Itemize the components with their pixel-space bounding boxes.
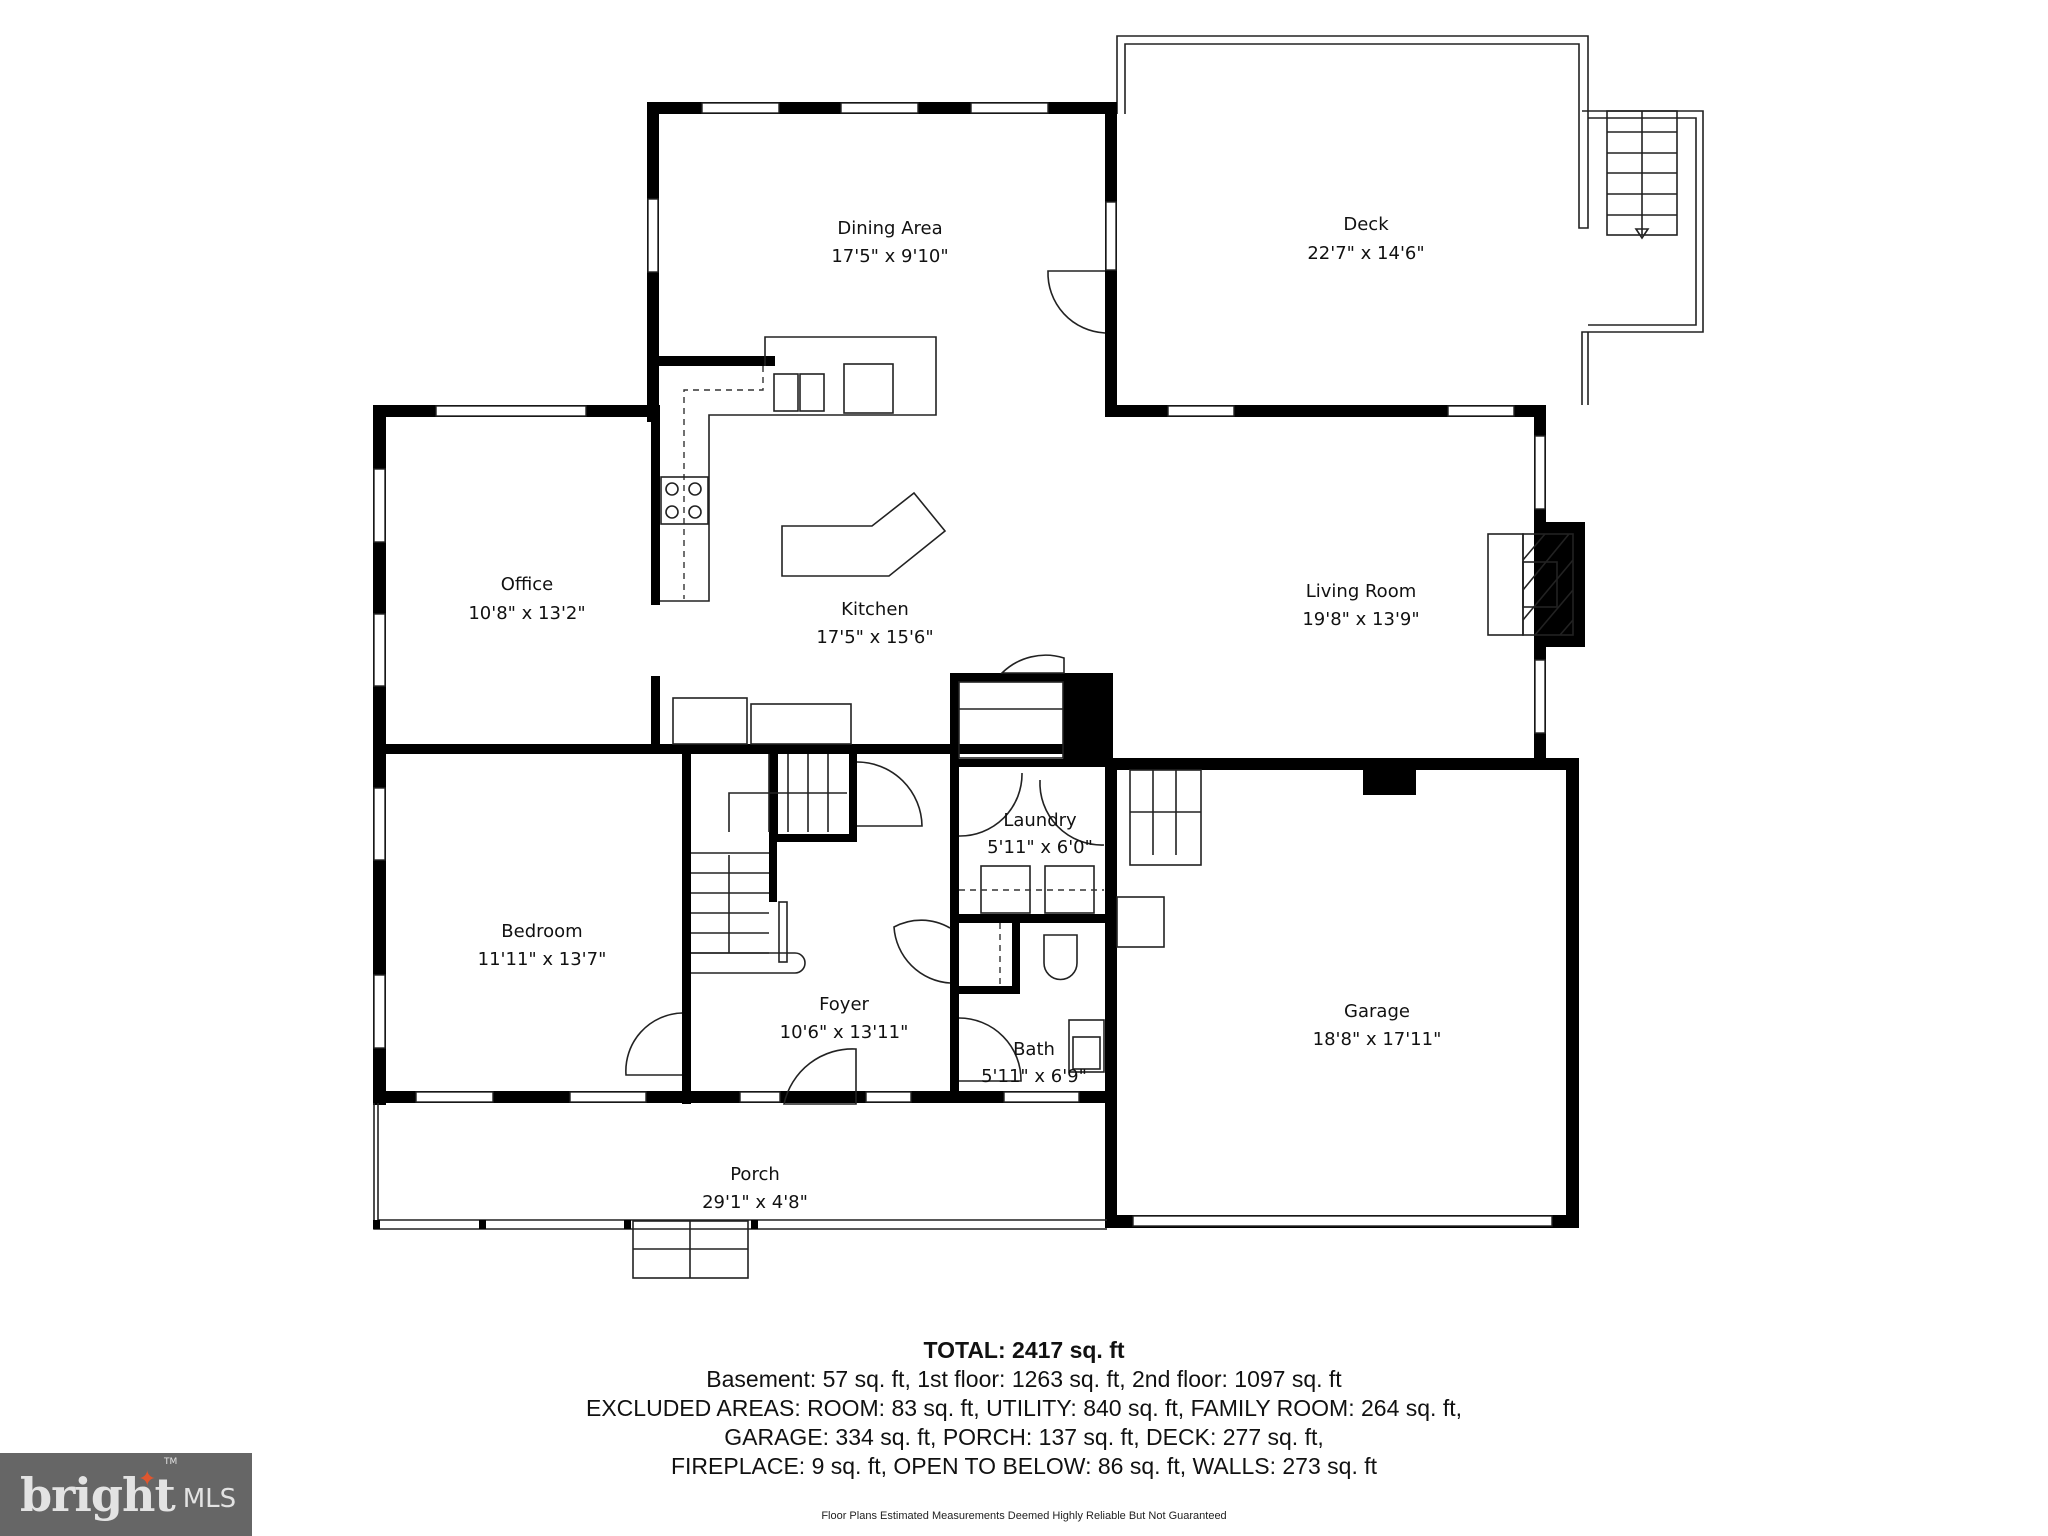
fireplace [1487,533,1574,636]
svg-text:22'7" x 14'6": 22'7" x 14'6" [1307,243,1424,264]
excluded-areas-line-1: EXCLUDED AREAS: ROOM: 83 sq. ft, UTILITY… [586,1395,1462,1421]
svg-text:5'11" x 6'9": 5'11" x 6'9" [981,1066,1087,1087]
kitchen-fixtures [660,336,947,745]
interior-stairs [691,754,1202,974]
svg-text:19'8" x 13'9": 19'8" x 13'9" [1302,609,1419,630]
room-label-dining: Dining Area 17'5" x 9'10" [831,218,948,267]
room-label-porch: Porch 29'1" x 4'8" [702,1164,808,1213]
svg-text:Kitchen: Kitchen [841,599,909,620]
svg-text:10'8" x 13'2": 10'8" x 13'2" [468,603,585,624]
room-label-laundry: Laundry 5'11" x 6'0" [987,810,1093,858]
deck-stairs [1606,110,1678,240]
svg-text:Laundry: Laundry [1003,810,1077,831]
excluded-areas-line-3: FIREPLACE: 9 sq. ft, OPEN TO BELOW: 86 s… [670,1453,1378,1479]
laundry-bath-fixtures [958,681,1105,1073]
svg-text:17'5" x 9'10": 17'5" x 9'10" [831,246,948,267]
svg-text:18'8" x 17'11": 18'8" x 17'11" [1313,1029,1442,1050]
room-label-bath: Bath 5'11" x 6'9" [981,1039,1087,1087]
room-label-foyer: Foyer 10'6" x 13'11" [780,994,909,1043]
svg-text:10'6" x 13'11": 10'6" x 13'11" [780,1022,909,1043]
svg-text:5'11" x 6'0": 5'11" x 6'0" [987,837,1093,858]
svg-text:Deck: Deck [1343,214,1389,235]
porch-outline [373,1103,1107,1279]
svg-text:11'11" x 13'7": 11'11" x 13'7" [478,949,607,970]
area-summary: TOTAL: 2417 sq. ft Basement: 57 sq. ft, … [0,1336,2048,1481]
total-area: TOTAL: 2417 sq. ft [923,1337,1125,1363]
excluded-areas-line-2: GARAGE: 334 sq. ft, PORCH: 137 sq. ft, D… [724,1424,1324,1450]
floor-breakdown: Basement: 57 sq. ft, 1st floor: 1263 sq.… [706,1366,1342,1392]
logo-trademark: TM [164,1457,178,1467]
logo-star-icon: ✦ [138,1467,157,1492]
room-label-office: Office 10'8" x 13'2" [468,574,585,624]
doors [625,270,1106,1105]
room-label-garage: Garage 18'8" x 17'11" [1313,1001,1442,1050]
svg-text:17'5" x 15'6": 17'5" x 15'6" [816,627,933,648]
svg-text:Garage: Garage [1344,1001,1410,1022]
svg-text:Living Room: Living Room [1306,581,1417,602]
room-label-kitchen: Kitchen 17'5" x 15'6" [816,599,933,648]
room-label-living: Living Room 19'8" x 13'9" [1302,581,1419,630]
logo-brand: bright [20,1467,176,1522]
svg-text:Dining Area: Dining Area [837,218,942,239]
room-label-deck: Deck 22'7" x 14'6" [1307,214,1424,264]
bright-mls-logo: bright ✦ TM MLS [0,1453,252,1536]
svg-text:Office: Office [501,574,554,595]
disclaimer: Floor Plans Estimated Measurements Deeme… [821,1510,1227,1522]
svg-text:Porch: Porch [730,1164,780,1185]
svg-text:29'1" x 4'8": 29'1" x 4'8" [702,1192,808,1213]
svg-text:Bath: Bath [1013,1039,1055,1060]
floor-plan: Dining Area 17'5" x 9'10" Deck 22'7" x 1… [373,35,1704,1279]
svg-text:Foyer: Foyer [819,994,869,1015]
deck-outline [1116,35,1704,405]
logo-mls: MLS [182,1483,237,1514]
walls [373,102,1585,1228]
windows [373,102,1553,1227]
room-label-bedroom: Bedroom 11'11" x 13'7" [478,921,607,970]
svg-text:Bedroom: Bedroom [501,921,582,942]
